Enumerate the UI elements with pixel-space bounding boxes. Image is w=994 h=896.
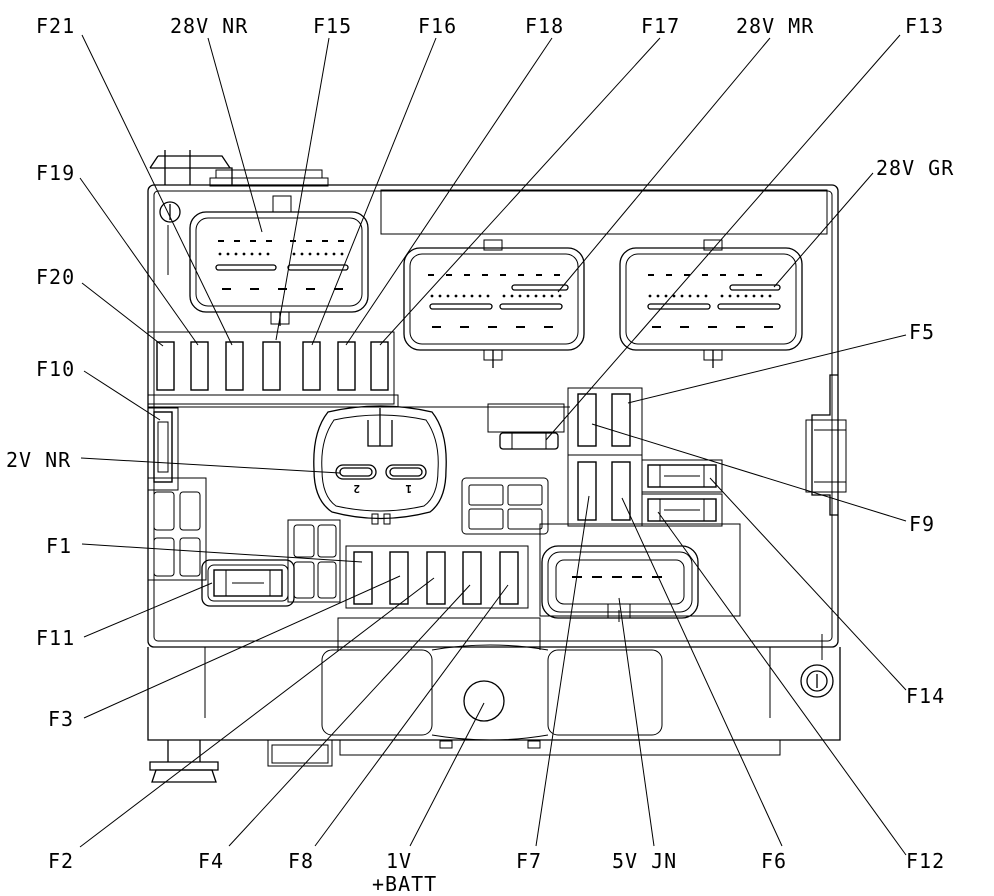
connector-28v-gr — [619, 239, 803, 368]
lower-skirt — [147, 617, 841, 783]
label-f5: F5 — [909, 320, 935, 344]
fuse-box-housing — [147, 150, 847, 698]
label-f4: F4 — [198, 849, 224, 873]
fuse-f11-block — [201, 559, 295, 607]
label-f6: F6 — [761, 849, 787, 873]
label-f18: F18 — [525, 14, 564, 38]
label-28v-gr: 28V GR — [876, 156, 954, 180]
fuse-f3 — [389, 551, 409, 605]
fuse-f4 — [462, 551, 482, 605]
fuse-f15 — [262, 341, 281, 391]
connector-2v-nr: 2 1 — [287, 405, 447, 603]
connector-28v-mr — [403, 239, 585, 368]
fuse-f5 — [611, 393, 631, 447]
label-28v-mr: 28V MR — [736, 14, 814, 38]
connector-28v-nr — [189, 195, 369, 326]
label-f12: F12 — [906, 849, 945, 873]
label-1v: 1V — [386, 849, 412, 873]
fuse-f21 — [225, 341, 244, 391]
label-f10: F10 — [36, 357, 75, 381]
fuse-f1 — [353, 551, 373, 605]
label-f11: F11 — [36, 626, 75, 650]
label-f17: F17 — [641, 14, 680, 38]
label-f16: F16 — [418, 14, 457, 38]
label-f1: F1 — [46, 534, 72, 558]
label-f8: F8 — [288, 849, 314, 873]
fuse-f19 — [190, 341, 209, 391]
relay-block-center — [461, 403, 565, 535]
fuse-f16 — [302, 341, 321, 391]
pin-mark-2: 2 — [353, 482, 360, 495]
connector-5v-jn — [539, 523, 741, 622]
fuse-f18 — [337, 341, 356, 391]
label-f9: F9 — [909, 512, 935, 536]
label-f15: F15 — [313, 14, 352, 38]
label-f20: F20 — [36, 265, 75, 289]
label-batt: +BATT — [372, 872, 437, 896]
leader-lines — [79, 34, 907, 856]
label-f14: F14 — [906, 684, 945, 708]
label-f7: F7 — [516, 849, 542, 873]
label-f2: F2 — [48, 849, 74, 873]
callout-labels: F21 28V NR F15 F16 F18 F17 28V MR F13 F1… — [6, 14, 954, 896]
label-f19: F19 — [36, 161, 75, 185]
fuse-f7 — [577, 461, 597, 521]
label-2v-nr: 2V NR — [6, 448, 71, 472]
label-28v-nr: 28V NR — [170, 14, 248, 38]
fuse-f17 — [370, 341, 389, 391]
fuse-f20 — [156, 341, 175, 391]
left-fuse-area — [147, 407, 207, 581]
fuse-f9 — [577, 393, 597, 447]
fuse-f2 — [426, 551, 446, 605]
label-f3: F3 — [48, 707, 74, 731]
bottom-fuse-row — [345, 545, 529, 609]
label-5v-jn: 5V JN — [612, 849, 677, 873]
label-f21: F21 — [36, 14, 75, 38]
top-fuse-row — [147, 331, 570, 408]
pin-mark-1: 1 — [405, 482, 412, 495]
label-f13: F13 — [905, 14, 944, 38]
fuse-f8 — [499, 551, 519, 605]
fuse-f6 — [611, 461, 631, 521]
